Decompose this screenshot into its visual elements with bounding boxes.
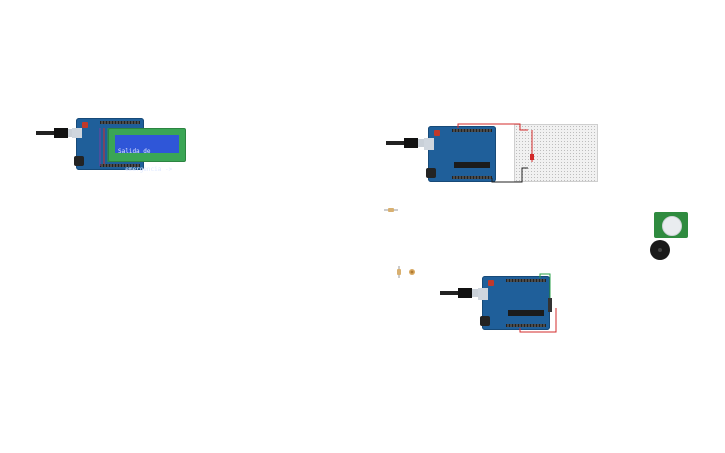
wires xyxy=(457,123,534,183)
reset-button[interactable] xyxy=(434,130,440,136)
photoresistor-icon[interactable] xyxy=(408,268,416,276)
lcd-display-icon[interactable]: Salida de emergencia -> xyxy=(108,128,186,173)
lcd-circuit[interactable]: Salida de emergencia -> xyxy=(36,118,186,174)
header-pins xyxy=(452,176,492,179)
usb-port xyxy=(478,288,488,300)
reset-button[interactable] xyxy=(82,122,88,128)
usb-port xyxy=(424,138,434,150)
header-pins xyxy=(452,129,492,132)
header-pins xyxy=(506,324,546,327)
power-jack xyxy=(426,168,436,178)
power-jack xyxy=(74,156,84,166)
buzzer-icon[interactable] xyxy=(650,240,670,260)
motion-circuit[interactable] xyxy=(440,272,560,334)
microcontroller-chip xyxy=(508,310,544,316)
header-pins xyxy=(100,121,140,124)
usb-port xyxy=(72,128,82,138)
breadboard-circuit[interactable] xyxy=(386,122,598,184)
lcd-line-2: emergencia -> xyxy=(118,166,173,173)
resistor-icon[interactable] xyxy=(384,207,398,213)
arduino-board-icon[interactable] xyxy=(424,126,496,182)
lcd-screen: Salida de emergencia -> xyxy=(115,135,179,173)
power-jack xyxy=(480,316,490,326)
microcontroller-chip xyxy=(454,162,490,168)
pir-dome xyxy=(662,216,682,236)
reset-button[interactable] xyxy=(488,280,494,286)
lcd-line-1: Salida de xyxy=(118,148,151,155)
breadboard-icon[interactable] xyxy=(514,124,598,182)
arduino-board-icon[interactable] xyxy=(478,276,550,330)
header-pins xyxy=(100,164,140,167)
pir-sensor-icon[interactable] xyxy=(654,212,688,238)
header-pins xyxy=(506,279,546,282)
wires xyxy=(519,273,557,333)
resistor-icon[interactable] xyxy=(396,266,402,278)
